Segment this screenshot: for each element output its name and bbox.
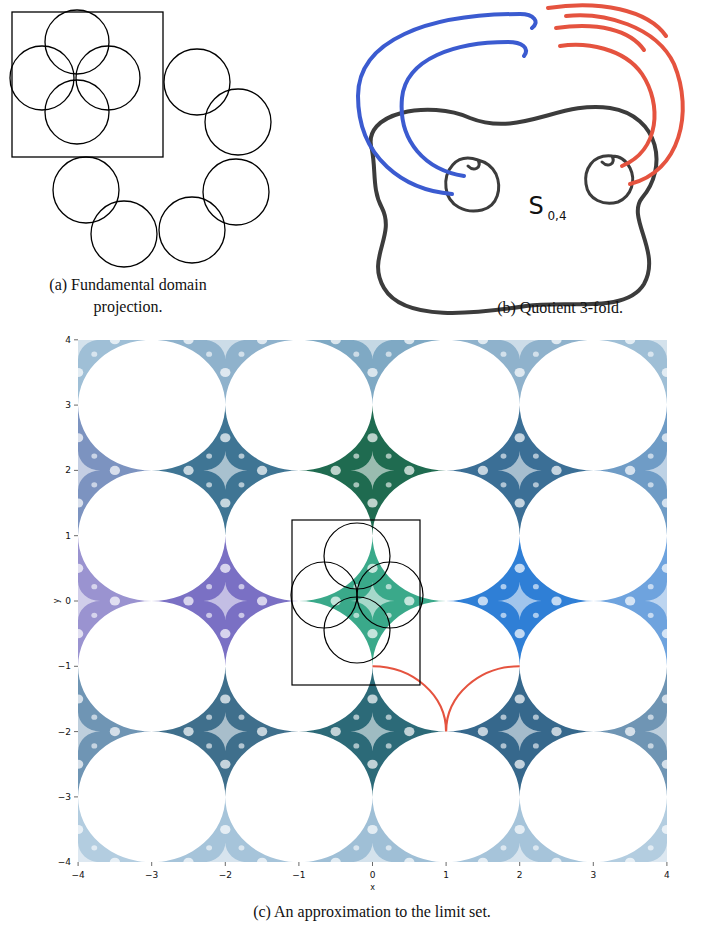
subfigure-caption: (a) Fundamental domain projection. [39, 274, 217, 317]
axis-ticks [74, 340, 667, 866]
tick-label: 4 [664, 870, 670, 880]
tick-label: 3 [590, 870, 596, 880]
surface-subscript: 0,4 [547, 209, 566, 223]
tick-label: −1 [58, 661, 71, 671]
tick-label: 1 [443, 870, 449, 880]
tick-label: −4 [71, 870, 84, 880]
fundamental-domain [10, 10, 271, 267]
subfigure-caption: (b) Quotient 3-fold. [497, 299, 623, 317]
tick-label: −3 [58, 792, 71, 802]
tick-label: 2 [65, 465, 71, 475]
tick-label: −1 [292, 870, 305, 880]
tick-label: −3 [145, 870, 158, 880]
tick-label: 3 [65, 400, 71, 410]
tick-label: 2 [517, 870, 523, 880]
subfigure-caption: (c) An approximation to the limit set. [253, 903, 491, 921]
tick-label: 4 [65, 335, 71, 345]
limit-set [78, 340, 667, 862]
tick-label: 0 [370, 870, 376, 880]
tick-label: −2 [58, 727, 71, 737]
axis-label: y [52, 599, 61, 604]
surface-label: S [528, 192, 543, 220]
axis-label: x [370, 883, 375, 892]
tick-label: −4 [58, 857, 71, 867]
inset-domain [291, 520, 423, 685]
tick-label: −2 [219, 870, 232, 880]
tick-label: 0 [65, 596, 71, 606]
quotient-sketch [358, 5, 683, 313]
tick-label: 1 [65, 531, 71, 541]
